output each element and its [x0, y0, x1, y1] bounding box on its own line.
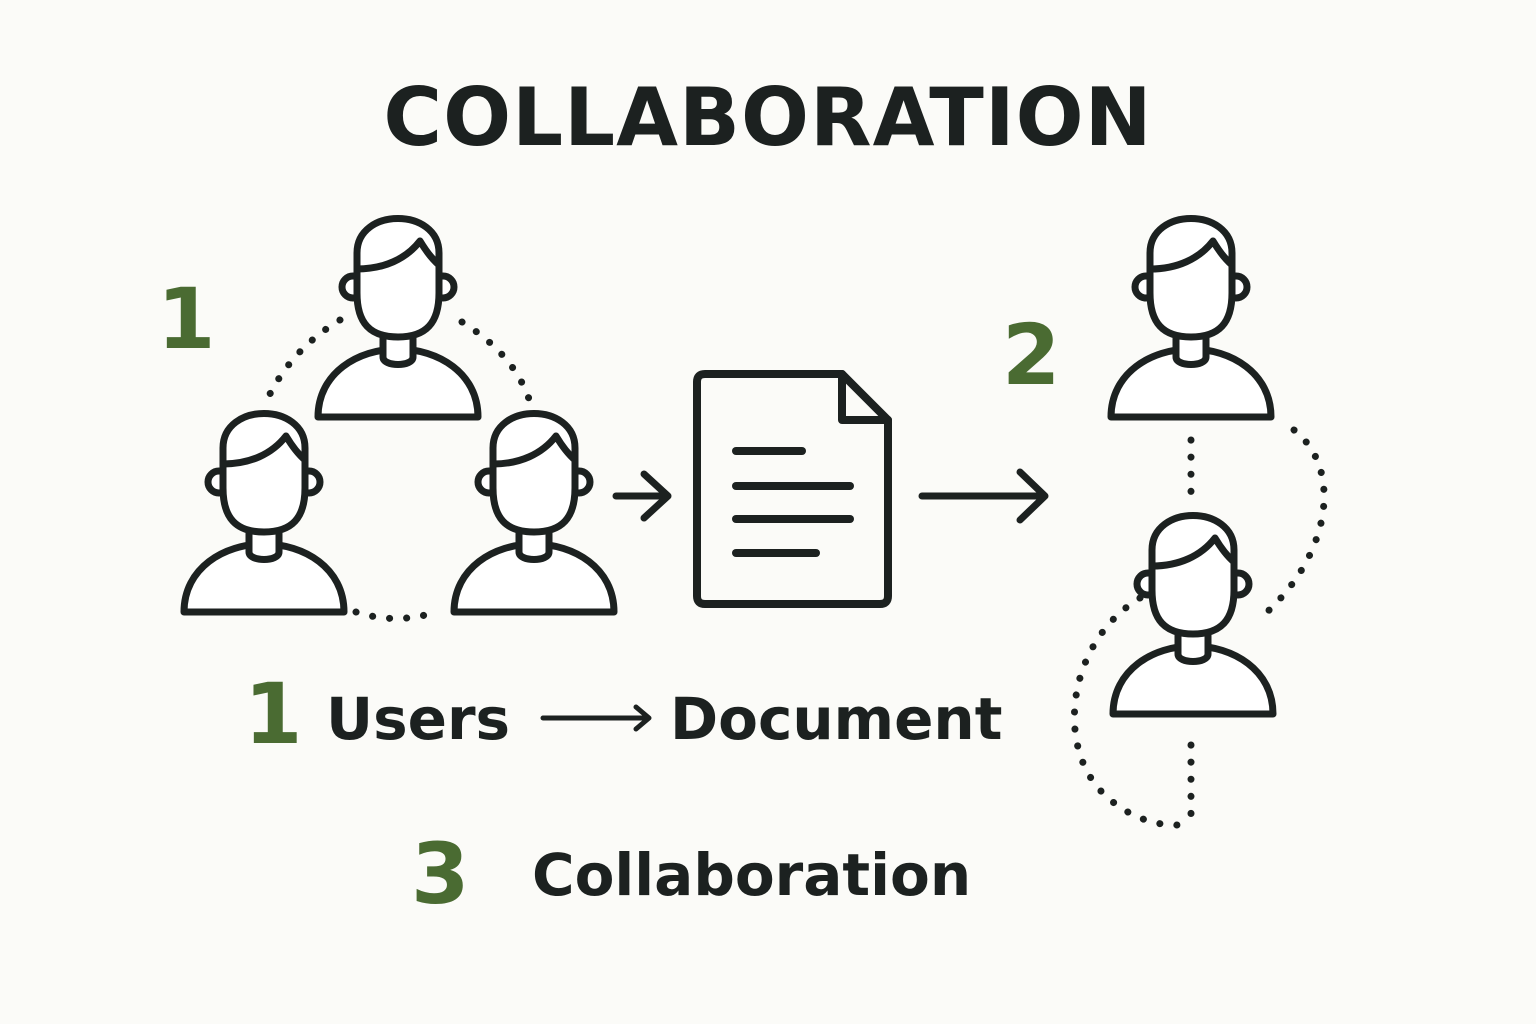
legend-collaboration-label: Collaboration — [532, 841, 972, 909]
user-icon — [1113, 516, 1273, 715]
arrow-right-icon — [918, 468, 1049, 524]
legend-1-number: 1 — [244, 665, 303, 763]
arrow-right-icon — [540, 704, 652, 732]
connector-bottom — [352, 608, 440, 622]
connector-left-arc — [262, 316, 344, 406]
step-1-number: 1 — [157, 270, 216, 368]
legend-users-label: Users — [326, 685, 511, 753]
step-2-number: 2 — [1002, 306, 1061, 404]
arrow-right-icon — [612, 470, 672, 522]
legend-3-number: 3 — [411, 825, 470, 923]
legend-document-label: Document — [670, 685, 1003, 753]
diagram-title: COLLABORATION — [383, 71, 1153, 164]
dotted-connectors — [262, 316, 1328, 829]
connector-lower-loop — [1070, 594, 1182, 829]
user-icon — [184, 414, 344, 613]
document-icon — [693, 370, 892, 608]
user-icon — [1111, 219, 1271, 418]
connector-right-curve — [1254, 426, 1328, 624]
user-icon — [454, 414, 614, 613]
